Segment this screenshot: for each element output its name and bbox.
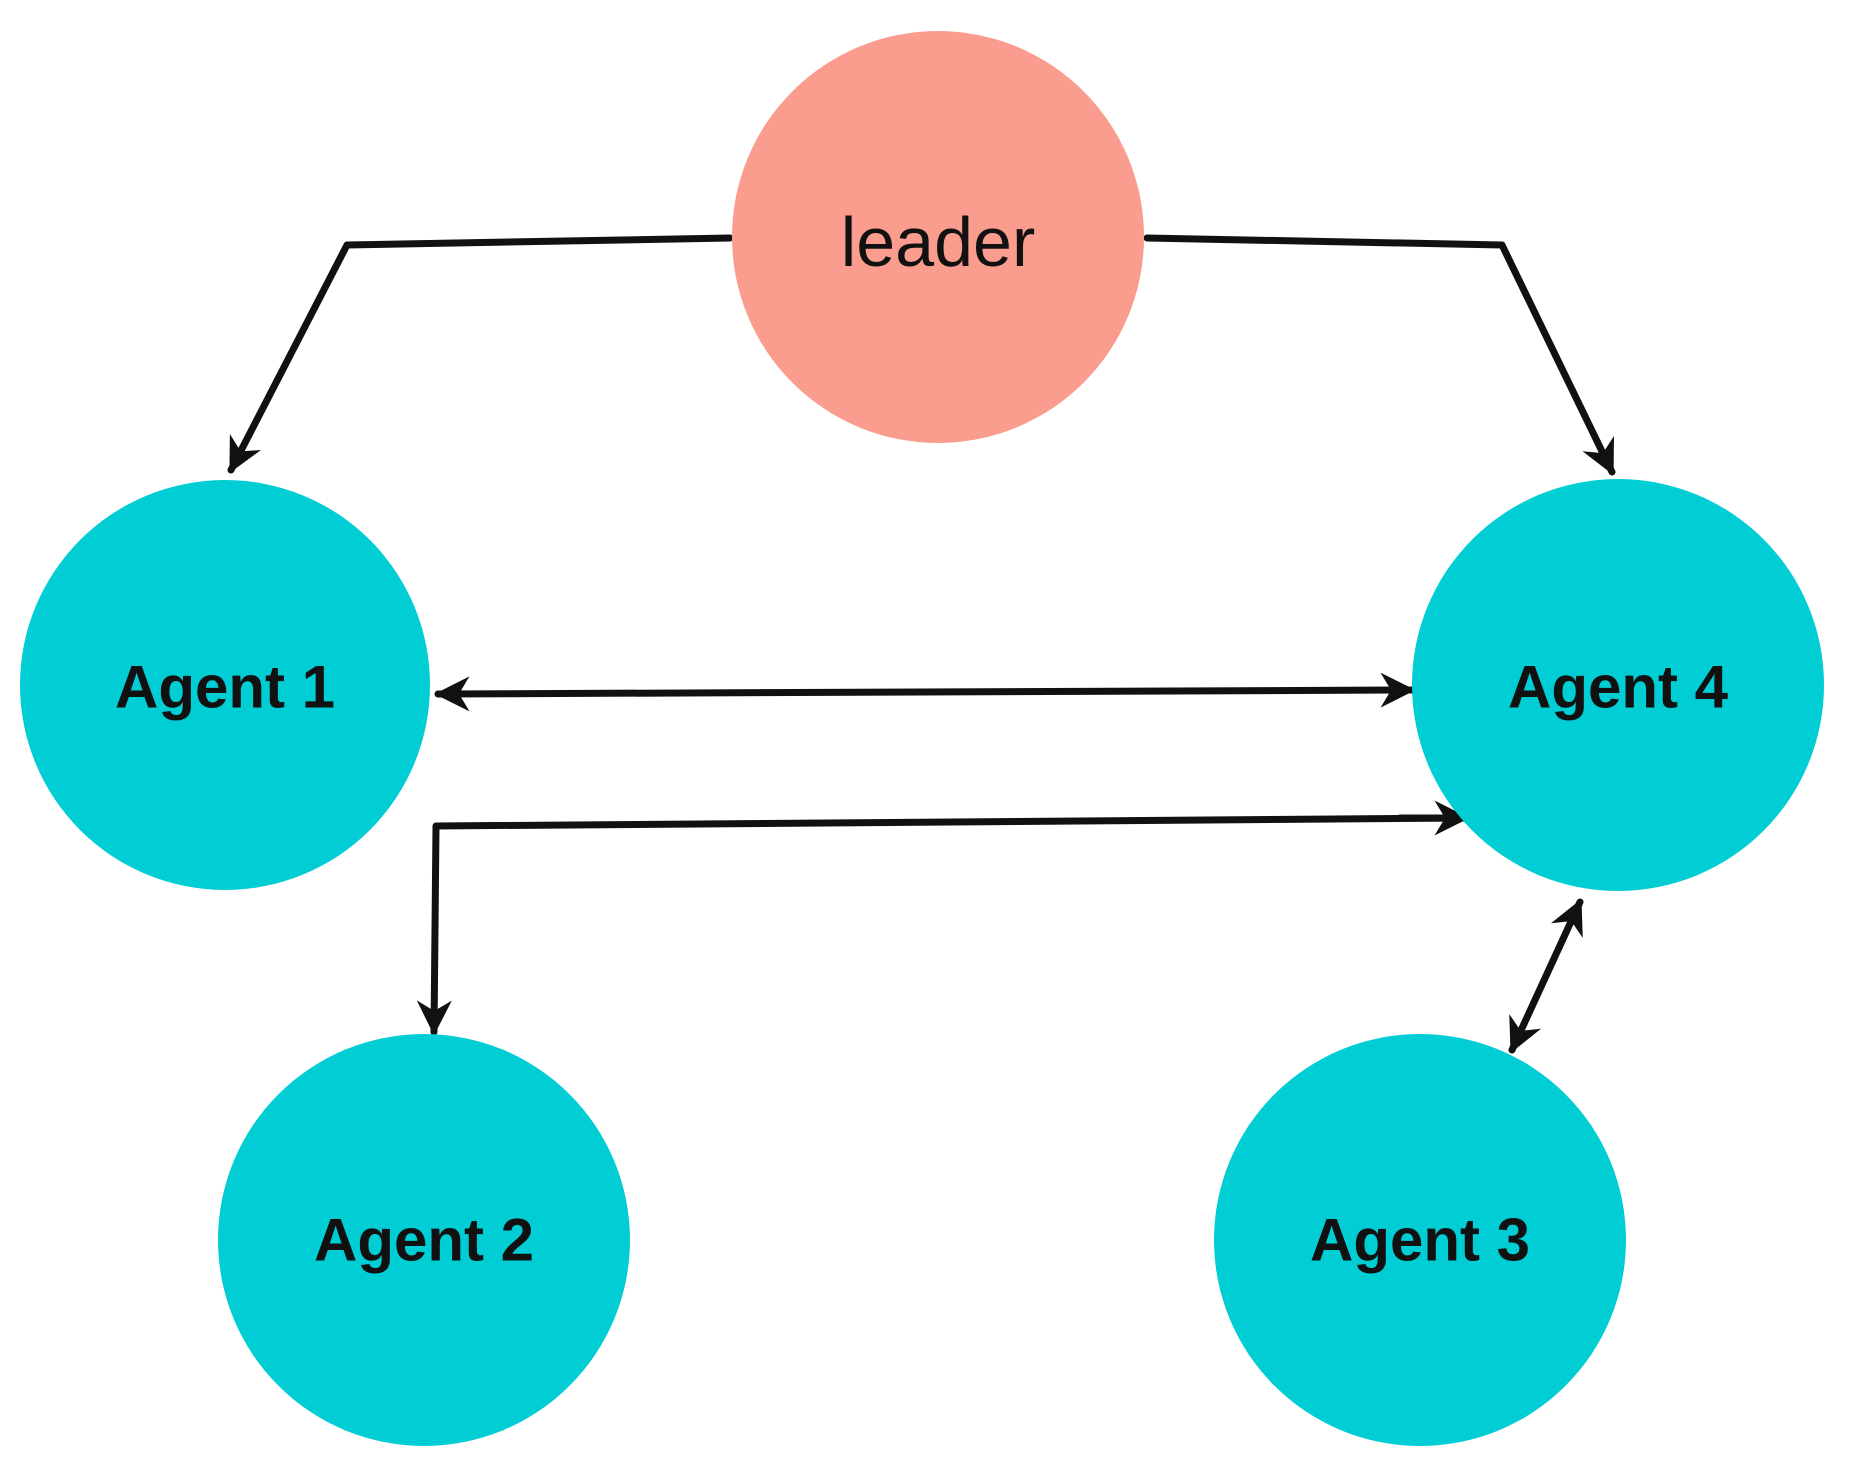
edge-leader-to-agent-1 — [227, 234, 734, 474]
edges — [227, 234, 1616, 1054]
node-agent-1: Agent 1 — [20, 480, 430, 890]
node-leader: leader — [732, 31, 1144, 443]
agent-4-circle — [1412, 479, 1824, 891]
agent-1-circle — [20, 480, 430, 890]
node-agent-3: Agent 3 — [1214, 1034, 1626, 1446]
agent-1-label: Agent 1 — [115, 654, 335, 721]
agent-3-label: Agent 3 — [1310, 1207, 1530, 1274]
node-agent-2: Agent 2 — [218, 1034, 630, 1446]
agent-3-circle — [1214, 1034, 1626, 1446]
agent-2-label: Agent 2 — [314, 1207, 534, 1274]
leader-label: leader — [841, 203, 1036, 281]
agent-2-circle — [218, 1034, 630, 1446]
node-agent-4: Agent 4 — [1412, 479, 1824, 891]
edge-agent-4-to-agent-2 — [416, 814, 1470, 1036]
agent-4-label: Agent 4 — [1508, 654, 1729, 721]
edge-agent-1-agent-4-bidirectional — [434, 672, 1416, 712]
edge-agent-3-agent-4-bidirectional — [1508, 898, 1584, 1054]
edge-leader-to-agent-4 — [1143, 234, 1616, 476]
leader-circle — [732, 31, 1144, 443]
